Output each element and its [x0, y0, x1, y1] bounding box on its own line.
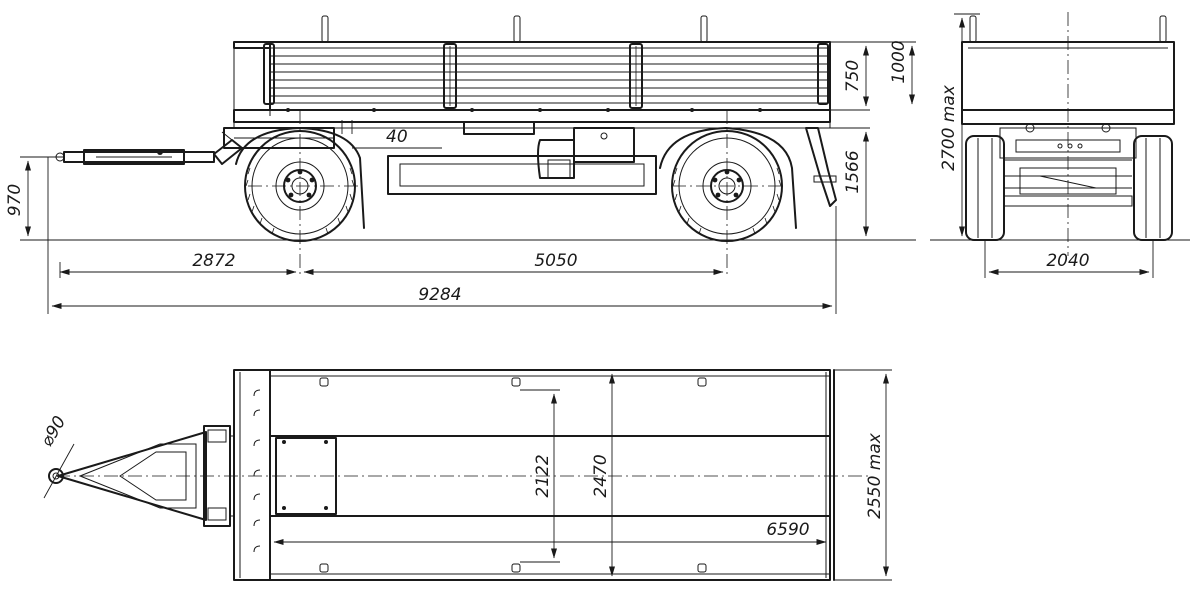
drawbar: [44, 131, 243, 165]
rear-view: [930, 12, 1190, 256]
dim-2122: 2122: [533, 454, 553, 497]
dim-1566: 1566: [843, 150, 863, 193]
dim-2872: 2872: [192, 251, 235, 271]
dim-2470: 2470: [591, 454, 611, 497]
side-view: [20, 15, 870, 276]
dim-2700-max: 2700 max: [939, 84, 959, 171]
side-dimensions: 40 750 1000 1566 970 2872 5050 9284: [5, 40, 916, 314]
dim-2550-max: 2550 max: [865, 432, 885, 519]
dim-5050: 5050: [534, 251, 577, 271]
top-view: [48, 369, 872, 581]
dim-1000: 1000: [889, 40, 909, 83]
chassis-frame: [223, 121, 760, 195]
dim-6590: 6590: [766, 520, 809, 540]
dim-40: 40: [386, 127, 408, 147]
dim-750: 750: [843, 60, 863, 92]
top-dimensions: ⌀90 2122 2470 2550 max 6590: [37, 369, 892, 581]
dim-970: 970: [5, 184, 25, 216]
dim-9284: 9284: [418, 285, 461, 305]
cargo-body: [233, 41, 831, 129]
side-stakes: [321, 15, 708, 43]
rear-wheel: [659, 127, 797, 242]
dim-diameter-90: ⌀90: [37, 413, 70, 451]
dim-2040: 2040: [1046, 251, 1089, 271]
rear-bumper: [805, 127, 837, 207]
rear-dimensions: 2700 max 2040: [939, 13, 1154, 278]
